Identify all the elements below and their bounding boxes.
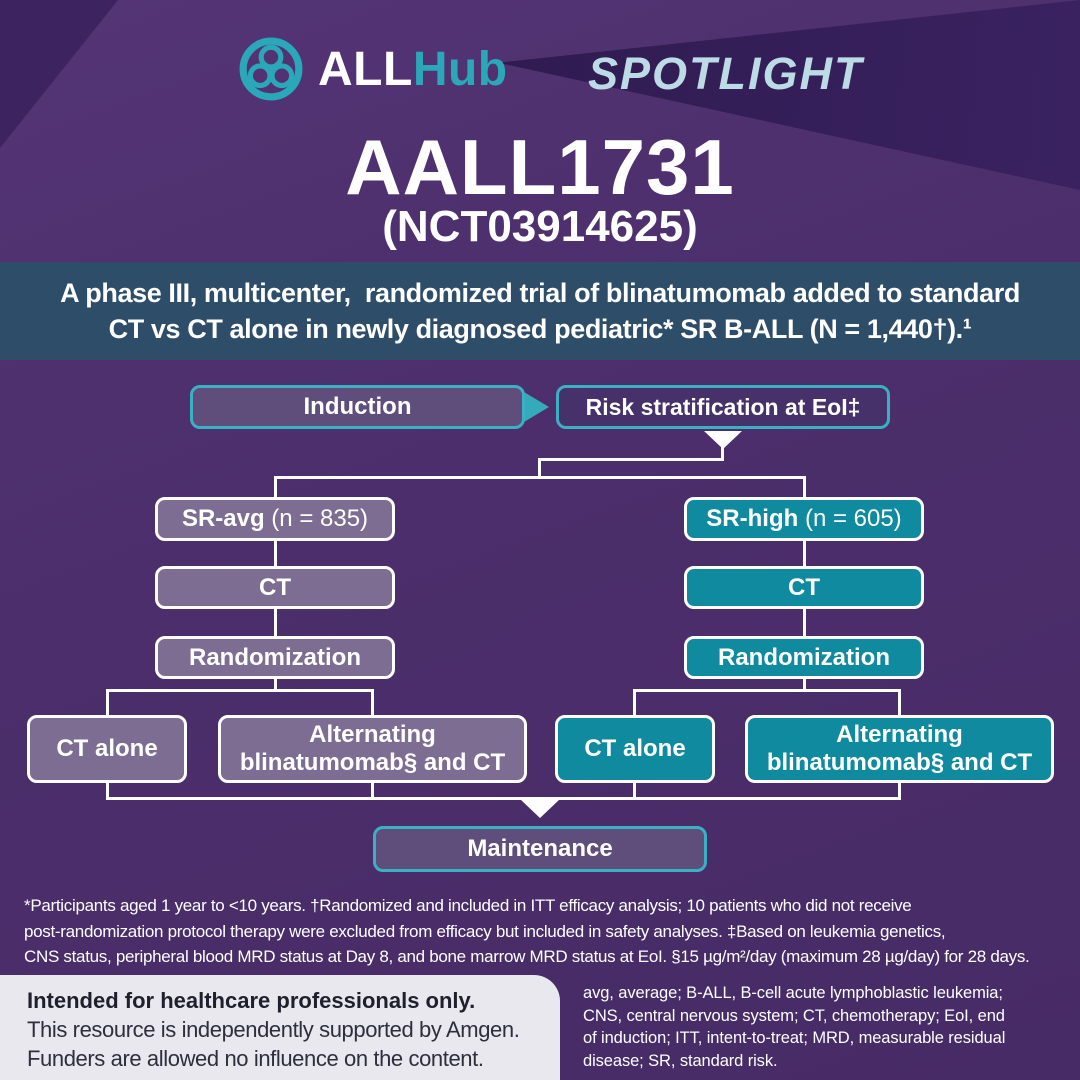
flow-sr-high-ct-box: CT [684,566,924,609]
abbreviation-line-3: of induction; ITT, intent-to-treat; MRD,… [583,1029,1006,1047]
flow-maintenance-box: Maintenance [373,826,707,872]
arm-line2: blinatumomab§ and CT [766,749,1033,776]
connector-line [633,783,636,799]
flow-risk-stratification-box: Risk stratification at EoI‡ [556,385,890,429]
trial-title: AALL1731 [345,123,735,211]
connector-line [274,679,277,692]
connector-line [803,541,806,568]
arrow-right-icon [524,392,549,422]
connector-line [106,797,901,800]
sr-avg-n: (n = 835) [264,505,369,532]
connector-line [898,783,901,799]
footnote-line-2: post-randomization protocol therapy were… [24,921,946,941]
connector-line [803,679,806,692]
sr-avg-label: SR-avg [181,505,265,532]
connector-line [803,476,806,499]
abbreviation-line-1: avg, average; B-ALL, B-cell acute lympho… [583,984,1003,1002]
connector-line [274,476,277,499]
footnote-line-3: CNS status, peripheral blood MRD status … [24,947,1030,966]
flow-sr-avg-ct-alone-box: CT alone [27,715,187,783]
brand-all: ALL [318,42,413,96]
spotlight-label: SPOTLIGHT [588,48,864,99]
connector-line [633,689,901,692]
allhub-logo-icon [239,37,303,101]
footer-disclaimer-panel: Intended for healthcare professionals on… [0,975,560,1080]
connector-line [274,476,806,479]
sr-high-n: (n = 605) [798,505,902,532]
abbreviation-line-4: disease; SR, standard risk. [583,1051,778,1070]
sr-high-label: SR-high [706,505,799,532]
trial-description-banner: A phase III, multicenter, randomized tri… [0,262,1080,360]
footer-abbreviations: avg, average; B-ALL, B-cell acute lympho… [583,982,1077,1072]
arm-line1: Alternating [836,721,963,748]
flow-sr-high-box: SR-high (n = 605) [684,497,924,541]
flow-sr-high-randomization-box: Randomization [684,636,924,679]
flow-sr-high-ct-alone-box: CT alone [555,715,715,783]
abbreviation-line-2: CNS, central nervous system; CT, chemoth… [583,1006,1005,1025]
footnotes: *Participants aged 1 year to <10 years. … [24,893,1074,970]
disclaimer-line-3: Funders are allowed no influence on the … [27,1046,484,1071]
trial-description-line2: CT vs CT alone in newly diagnosed pediat… [108,314,972,344]
arrow-down-icon [704,431,742,449]
flow-sr-avg-blinatumomab-box: Alternating blinatumomab§ and CT [218,715,527,783]
disclaimer-heading: Intended for healthcare professionals on… [27,988,476,1013]
connector-line [538,458,724,461]
flow-sr-high-blinatumomab-box: Alternating blinatumomab§ and CT [745,715,1054,783]
flow-sr-avg-box: SR-avg (n = 835) [155,497,395,541]
flow-sr-avg-randomization-box: Randomization [155,636,395,679]
connector-line [274,541,277,568]
connector-line [274,609,277,638]
allhub-brand: ALLHub [238,36,508,102]
connector-line [721,447,724,460]
connector-line [633,689,636,717]
brand-hub: Hub [412,42,508,96]
arm-line2: blinatumomab§ and CT [239,749,506,776]
trial-nct-number: (NCT03914625) [382,202,698,251]
connector-line [371,689,374,717]
trial-description-line1: A phase III, multicenter, randomized tri… [60,278,1020,308]
brand-wordmark: ALLHub [318,42,508,97]
disclaimer-line-2: This resource is independently supported… [27,1017,520,1042]
flow-induction-box: Induction [190,385,525,429]
connector-line [538,458,541,479]
footnote-line-1: *Participants aged 1 year to <10 years. … [24,896,912,915]
connector-line [803,609,806,638]
connector-line [106,783,109,799]
arrow-down-icon [521,800,559,818]
arm-line1: Alternating [309,721,436,748]
connector-line [371,783,374,799]
connector-line [106,689,374,692]
flow-sr-avg-ct-box: CT [155,566,395,609]
connector-line [106,689,109,717]
connector-line [898,689,901,717]
